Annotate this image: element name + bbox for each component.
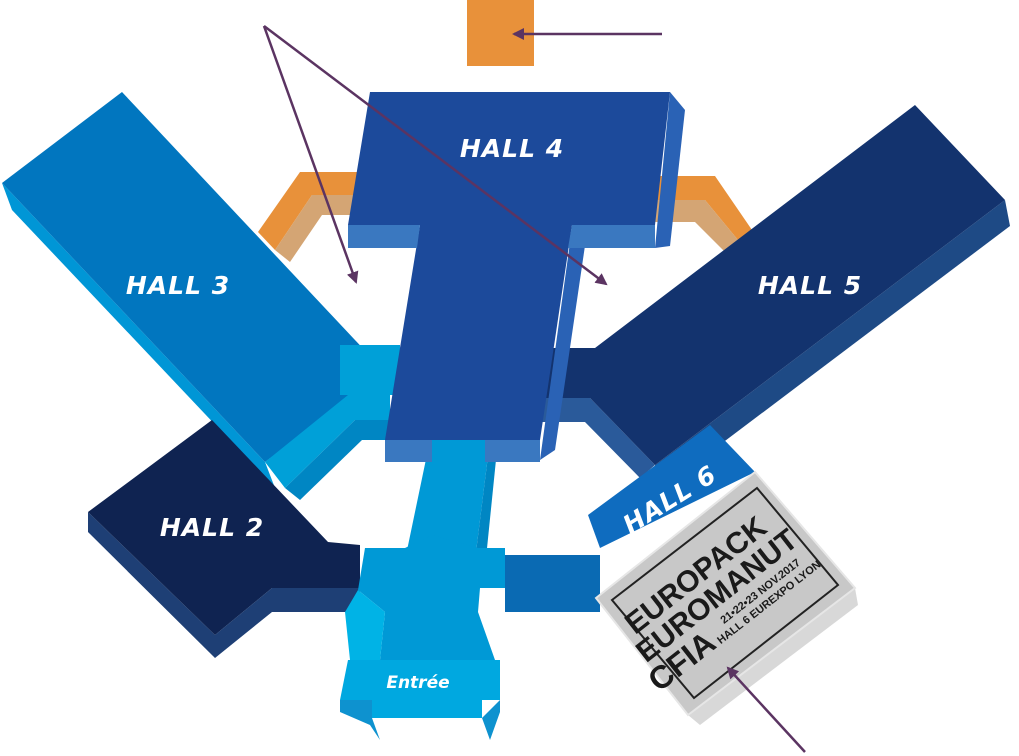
hall-2-bottom (215, 588, 360, 658)
hall-3-side (2, 183, 275, 488)
entrance-label: Entrée (386, 673, 449, 693)
hall-5-label: HALL 5 (758, 271, 862, 300)
entrance-stem (405, 440, 490, 560)
hall-5-body (545, 105, 1005, 465)
hall-3-label: HALL 3 (126, 271, 230, 300)
walkway-left (258, 172, 360, 250)
hall-4-stem-side (540, 228, 587, 460)
hall-6[interactable] (588, 425, 858, 725)
hall-2-body (88, 420, 360, 635)
hall-3-connector (340, 345, 400, 395)
corridor-right-dark (540, 398, 655, 478)
entrance[interactable]: Entrée (340, 440, 505, 740)
hall-4-bottom (385, 440, 540, 462)
arrow-to-sign (726, 666, 806, 753)
hall-4-body (348, 92, 670, 440)
hall-3[interactable] (2, 92, 400, 488)
walkway-right-shade (655, 200, 738, 252)
walkway-right (655, 176, 752, 240)
entrance-hub-shade (345, 590, 385, 660)
sign-frame (610, 486, 840, 700)
entrance-foot (340, 660, 500, 718)
entrance-foot-shade (340, 700, 500, 740)
hall-2-side (88, 512, 215, 658)
arrow-to-right-gap (263, 25, 608, 286)
hall-5[interactable] (545, 105, 1010, 490)
hall-3-body (2, 92, 385, 462)
entrance-hub (358, 535, 505, 660)
hall-4-under-right (568, 225, 655, 248)
sign-body (594, 470, 857, 717)
corridor-left-shade (285, 420, 390, 500)
walkway (258, 0, 752, 262)
walkway-left-shade (275, 195, 360, 262)
hall-4-label: HALL 4 (460, 134, 564, 163)
entrance-stem-side (475, 440, 498, 568)
corridor (265, 395, 655, 612)
hall-6-header (588, 425, 755, 548)
hall-2[interactable] (88, 420, 360, 658)
hall-4-under-left (348, 225, 420, 248)
sign-side (688, 588, 858, 725)
hall-2-label: HALL 2 (160, 513, 264, 542)
hall-5-side (655, 200, 1010, 490)
arrow-to-left-gap (262, 25, 359, 284)
corridor-bottom-right (505, 555, 600, 612)
hall-4-right-side (655, 92, 685, 248)
corridor-left (265, 395, 390, 488)
arrows (262, 25, 806, 753)
hall-4[interactable] (348, 92, 685, 462)
